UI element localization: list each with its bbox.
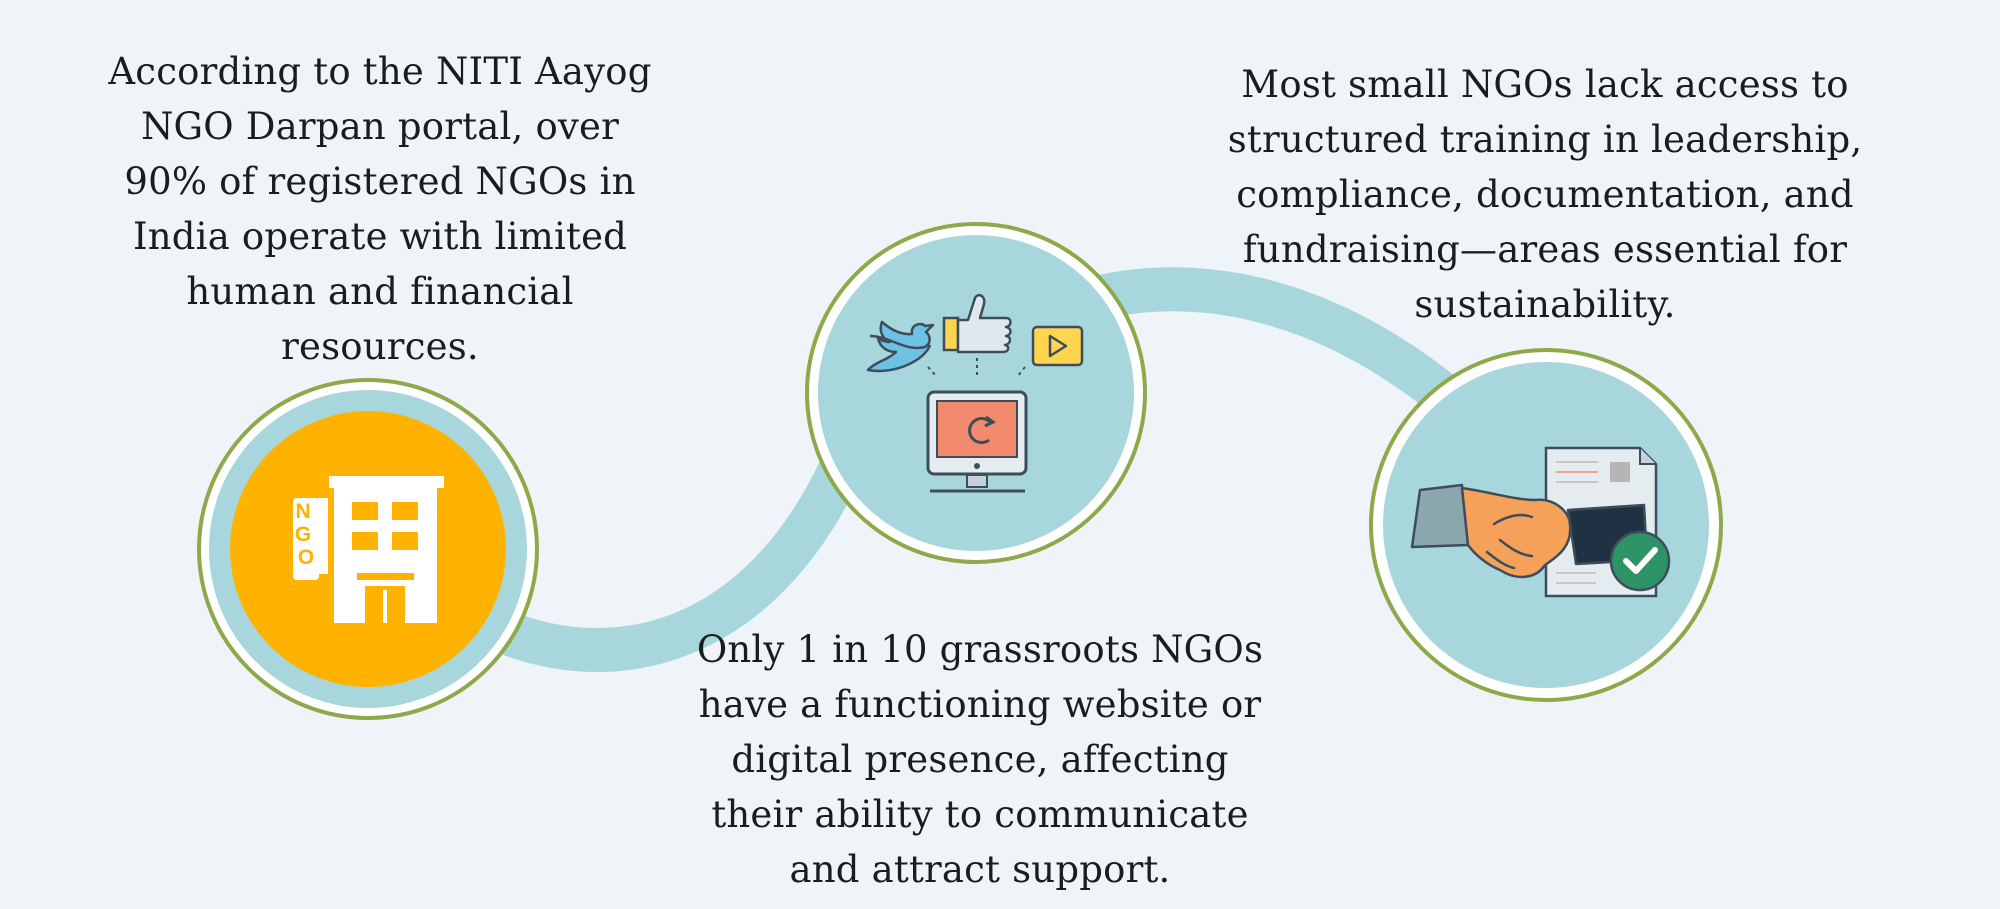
twitter-bird-icon bbox=[866, 320, 935, 373]
training-circle bbox=[1369, 348, 1723, 702]
stat-line: India operate with limited bbox=[132, 215, 628, 258]
stat-line: According to the NITI Aayog bbox=[108, 50, 652, 93]
stat-line: NGO Darpan portal, over bbox=[140, 105, 620, 148]
stat-line: Most small NGOs lack access to bbox=[1241, 63, 1849, 106]
stat-line: sustainability. bbox=[1414, 283, 1676, 326]
stat-line: and attract support. bbox=[789, 848, 1171, 891]
play-video-icon bbox=[1031, 325, 1084, 367]
stat-line: human and financial bbox=[186, 270, 574, 313]
thumbs-up-icon bbox=[942, 293, 1012, 354]
stat-line: Only 1 in 10 grassroots NGOs bbox=[696, 628, 1264, 671]
stat-line: 90% of registered NGOs in bbox=[124, 160, 636, 203]
social-media-computer-icon bbox=[866, 293, 1084, 493]
stat-line: compliance, documentation, and bbox=[1236, 173, 1854, 216]
stat-digital-presence: Only 1 in 10 grassroots NGOs have a func… bbox=[680, 622, 1280, 897]
stat-line: structured training in leadership, bbox=[1227, 118, 1863, 161]
check-badge-icon bbox=[1609, 530, 1671, 592]
stat-ngo-resources: According to the NITI Aayog NGO Darpan p… bbox=[100, 44, 660, 374]
stat-line: digital presence, affecting bbox=[731, 738, 1229, 781]
stat-line: have a functioning website or bbox=[698, 683, 1262, 726]
ngo-building-circle: N G O bbox=[197, 378, 539, 720]
digital-presence-circle bbox=[805, 222, 1147, 564]
handshake-document-icon bbox=[1410, 446, 1671, 598]
building-sign-text: N G O bbox=[295, 500, 317, 569]
ngo-building-icon bbox=[293, 476, 444, 623]
stat-line: resources. bbox=[281, 325, 479, 368]
stat-training-access: Most small NGOs lack access to structure… bbox=[1195, 57, 1895, 332]
stat-line: their ability to communicate bbox=[711, 793, 1249, 836]
stat-line: fundraising—areas essential for bbox=[1242, 228, 1848, 271]
